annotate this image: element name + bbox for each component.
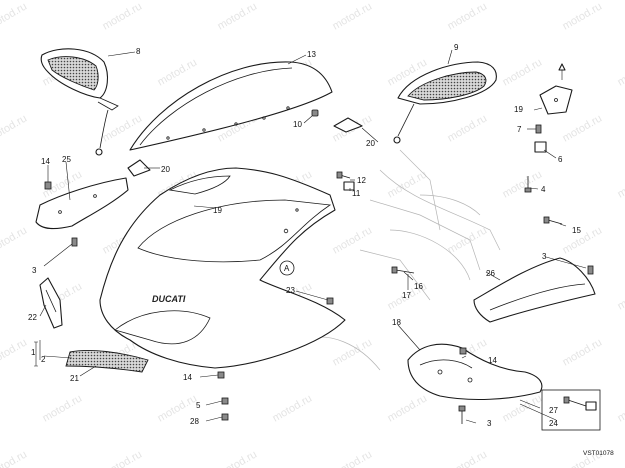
bolt-23[interactable] bbox=[326, 297, 334, 305]
watermark-text: motod.ru bbox=[331, 336, 375, 368]
drawing-reference: VST01078 bbox=[583, 450, 614, 457]
callout-20-right: 20 bbox=[366, 139, 375, 148]
watermark-text: motod.ru bbox=[216, 0, 260, 32]
callout-21: 21 bbox=[70, 374, 79, 383]
callout-27: 27 bbox=[549, 406, 558, 415]
watermark-text: motod.ru bbox=[0, 336, 29, 368]
callout-3-right: 3 bbox=[542, 252, 547, 261]
front-fairing[interactable]: DUCATI bbox=[99, 167, 346, 369]
callout-2: 2 bbox=[41, 355, 46, 364]
seal-right[interactable] bbox=[333, 117, 363, 133]
callout-24: 24 bbox=[549, 419, 558, 428]
callout-20-left: 20 bbox=[161, 165, 170, 174]
windscreen[interactable] bbox=[129, 61, 333, 151]
callout-28: 28 bbox=[190, 417, 199, 426]
callout-7: 7 bbox=[517, 125, 522, 134]
inner-panel-22[interactable] bbox=[39, 277, 63, 329]
fastener-7-6[interactable] bbox=[534, 124, 547, 153]
callout-4: 4 bbox=[541, 185, 546, 194]
callout-11: 11 bbox=[352, 189, 361, 198]
callout-18: 18 bbox=[392, 318, 401, 327]
callout-12: 12 bbox=[357, 176, 366, 185]
nut-10[interactable] bbox=[311, 109, 319, 117]
watermark-text: motod.ru bbox=[446, 112, 490, 144]
lower-fairing-18[interactable] bbox=[407, 343, 543, 401]
watermark-text: motod.ru bbox=[0, 448, 29, 468]
bolts-14-5-28[interactable] bbox=[217, 371, 229, 421]
callout-22: 22 bbox=[28, 313, 37, 322]
watermark-text: motod.ru bbox=[271, 392, 315, 424]
callout-3-lower: 3 bbox=[487, 419, 492, 428]
watermark-text: motod.ru bbox=[331, 0, 375, 32]
watermark-text: motod.ru bbox=[446, 448, 490, 468]
watermark-text: motod.ru bbox=[0, 224, 29, 256]
callout-14-lower: 14 bbox=[488, 356, 497, 365]
watermark-text: motod.ru bbox=[561, 336, 605, 368]
bracket-19[interactable] bbox=[539, 63, 573, 115]
watermark-text: motod.ru bbox=[446, 224, 490, 256]
callout-5: 5 bbox=[196, 401, 201, 410]
watermark-text: motod.ru bbox=[0, 0, 29, 32]
view-marker-a: A bbox=[279, 260, 295, 276]
svg-text:A: A bbox=[284, 264, 290, 273]
bolt-3-left[interactable] bbox=[71, 237, 78, 247]
watermark-text: motod.ru bbox=[101, 0, 145, 32]
watermark-text: motod.ru bbox=[561, 224, 605, 256]
watermark-text: motod.ru bbox=[501, 168, 545, 200]
callout-1: 1 bbox=[31, 348, 36, 357]
grille-21[interactable] bbox=[65, 350, 149, 373]
watermark-text: motod.ru bbox=[561, 112, 605, 144]
watermark-text: motod.ru bbox=[616, 56, 625, 88]
callout-23: 23 bbox=[286, 286, 295, 295]
callout-14-left: 14 bbox=[41, 157, 50, 166]
mirror-right[interactable] bbox=[393, 61, 497, 144]
callout-26: 26 bbox=[486, 269, 495, 278]
callout-9: 9 bbox=[454, 43, 459, 52]
bolt-3-lower[interactable] bbox=[458, 405, 466, 424]
watermark-text: motod.ru bbox=[216, 448, 260, 468]
side-bracket-25[interactable] bbox=[35, 177, 129, 230]
callout-14-bottom: 14 bbox=[183, 373, 192, 382]
fairing-brand-logo: DUCATI bbox=[152, 294, 186, 304]
watermark-text: motod.ru bbox=[501, 56, 545, 88]
bolt-15[interactable] bbox=[543, 216, 563, 225]
callout-3-left: 3 bbox=[32, 266, 37, 275]
watermark-text: motod.ru bbox=[156, 56, 200, 88]
leader-lines bbox=[39, 49, 587, 424]
callout-19-fairing: 19 bbox=[213, 206, 222, 215]
watermark-text: motod.ru bbox=[616, 168, 625, 200]
watermark-text: motod.ru bbox=[101, 448, 145, 468]
watermark-text: motod.ru bbox=[331, 448, 375, 468]
watermark-text: motod.ru bbox=[41, 392, 85, 424]
detail-box-27-24[interactable] bbox=[541, 389, 601, 431]
callout-8: 8 bbox=[136, 47, 141, 56]
callout-17: 17 bbox=[402, 291, 411, 300]
callout-labels: 8 13 9 10 20 20 19 19 7 6 4 14 14 14 25 … bbox=[28, 43, 581, 428]
bolts-12-11[interactable] bbox=[336, 171, 355, 191]
callout-13: 13 bbox=[307, 50, 316, 59]
seal-left[interactable] bbox=[127, 159, 151, 177]
callout-16: 16 bbox=[414, 282, 423, 291]
watermark-text: motod.ru bbox=[386, 392, 430, 424]
callout-25: 25 bbox=[62, 155, 71, 164]
watermark-text: motod.ru bbox=[616, 392, 625, 424]
watermark-text: motod.ru bbox=[446, 0, 490, 32]
bolt-16-17[interactable] bbox=[391, 266, 415, 274]
watermark-text: motod.ru bbox=[616, 280, 625, 312]
callout-6: 6 bbox=[558, 155, 563, 164]
watermark-text: motod.ru bbox=[0, 112, 29, 144]
watermark-text: motod.ru bbox=[561, 0, 605, 32]
callout-19-bracket: 19 bbox=[514, 105, 523, 114]
watermark-text: motod.ru bbox=[386, 168, 430, 200]
callout-15: 15 bbox=[572, 226, 581, 235]
side-deflector-26[interactable] bbox=[473, 257, 596, 323]
bolt-4[interactable] bbox=[524, 176, 532, 193]
callout-10: 10 bbox=[293, 120, 302, 129]
mirror-left[interactable] bbox=[40, 48, 119, 156]
